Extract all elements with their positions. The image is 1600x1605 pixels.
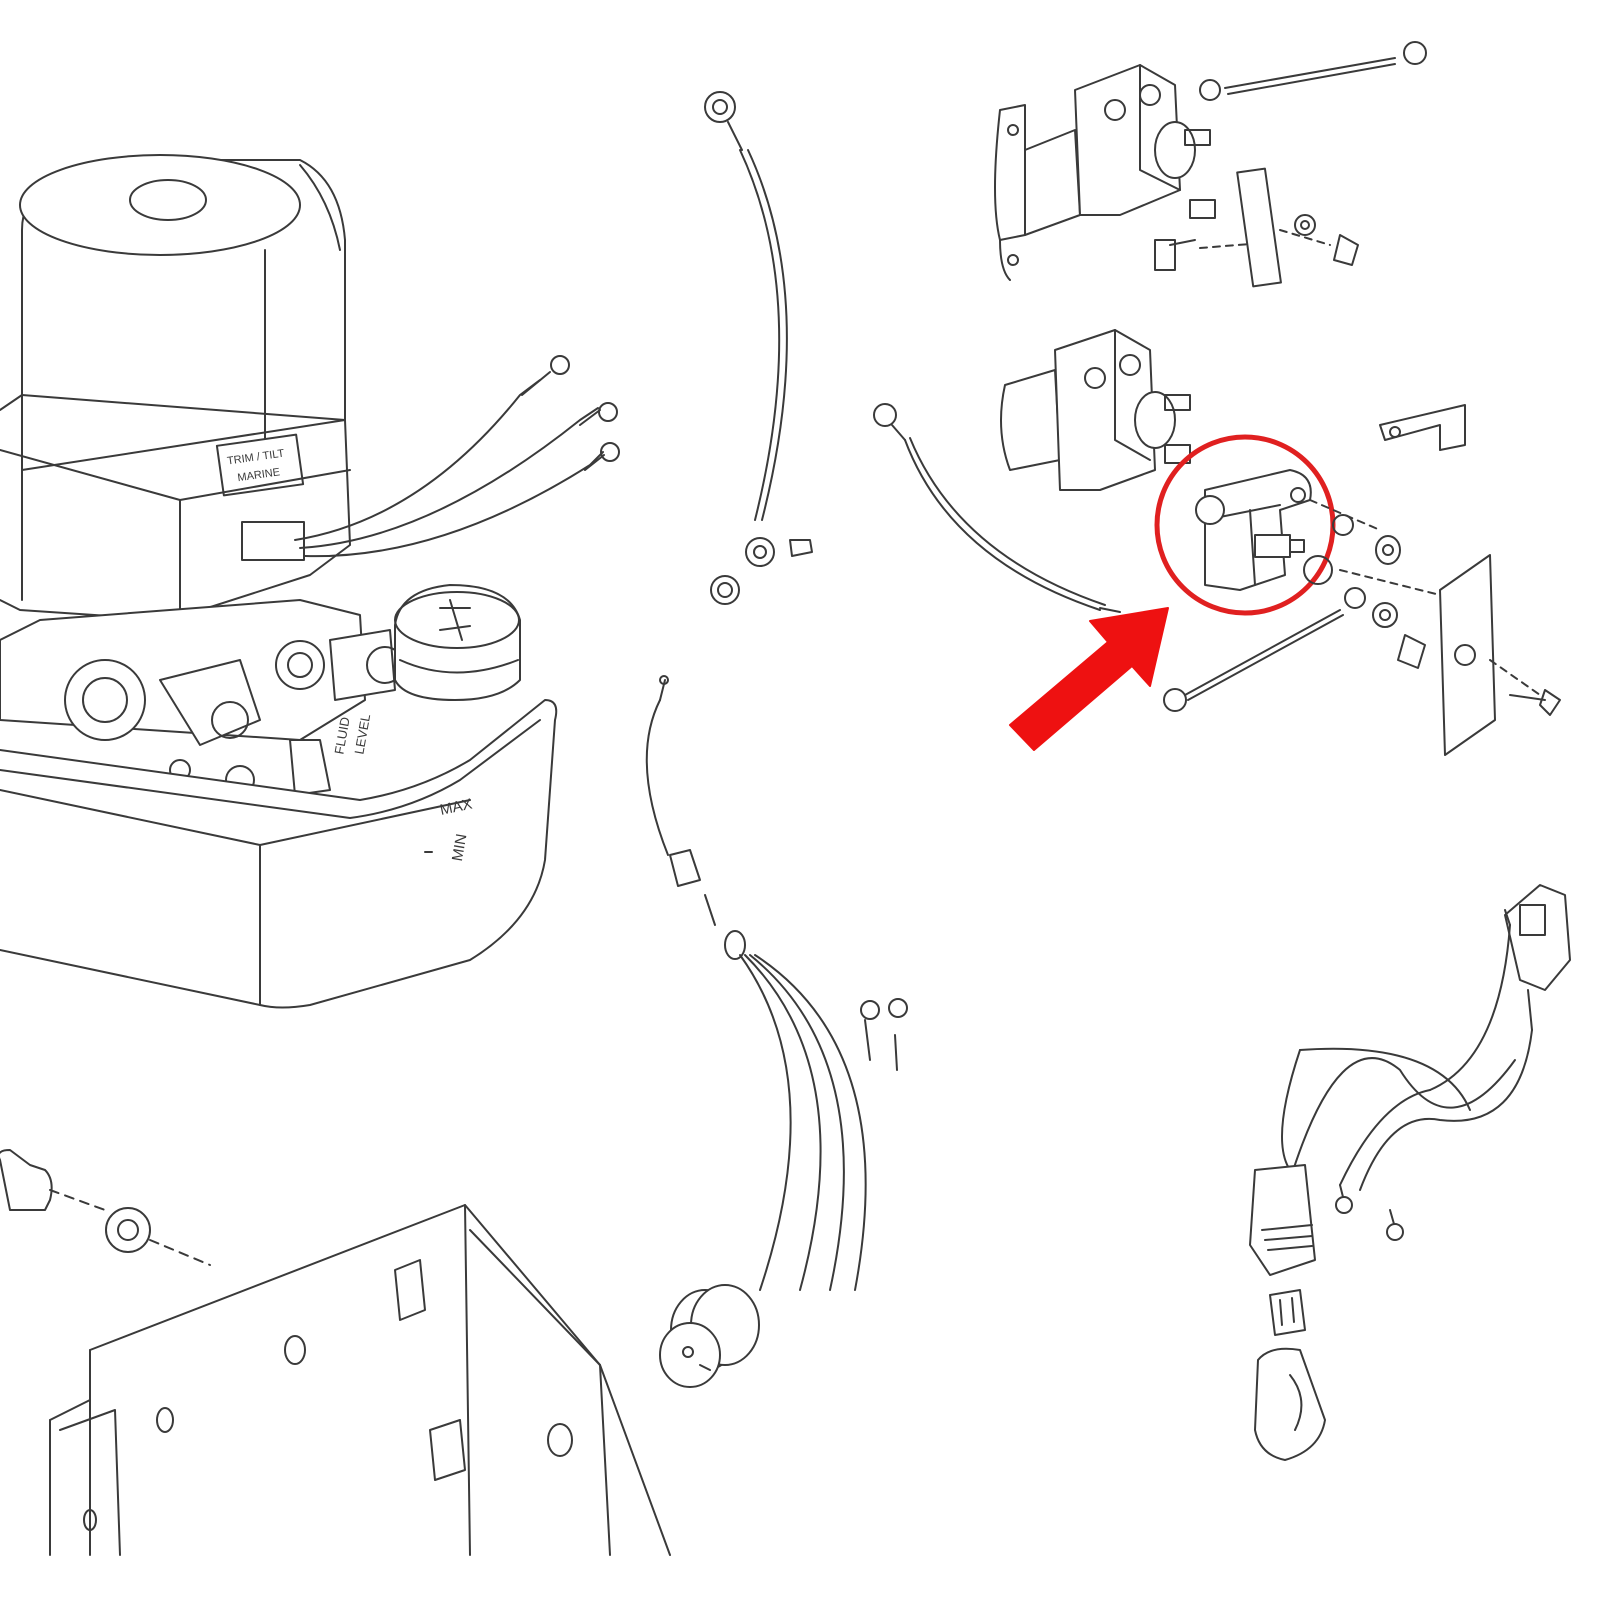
motor-pump-assembly: TRIM / TILT MARINE FLUID LEVEL MAX [0, 154, 558, 1009]
solenoid-middle [1000, 329, 1466, 491]
ground-cable [704, 91, 813, 605]
red-arrow [1009, 607, 1169, 751]
relay-harness [1249, 884, 1571, 1461]
solenoid-top [994, 41, 1427, 288]
circuit-breaker-switch [1195, 469, 1312, 591]
switch-cables [873, 403, 1366, 712]
reservoir-label-line1: FLUID [331, 716, 352, 756]
switch-mounting-hardware [1303, 499, 1561, 756]
motor-wire-leads [294, 355, 620, 558]
reservoir-label-line2: LEVEL [351, 713, 373, 755]
plug-harness [645, 675, 908, 1388]
mounting-bracket [0, 1149, 671, 1556]
level-mark-min: MIN [449, 833, 471, 863]
motor-label-line2: MARINE [237, 466, 281, 484]
level-mark-max: MAX [438, 796, 473, 819]
